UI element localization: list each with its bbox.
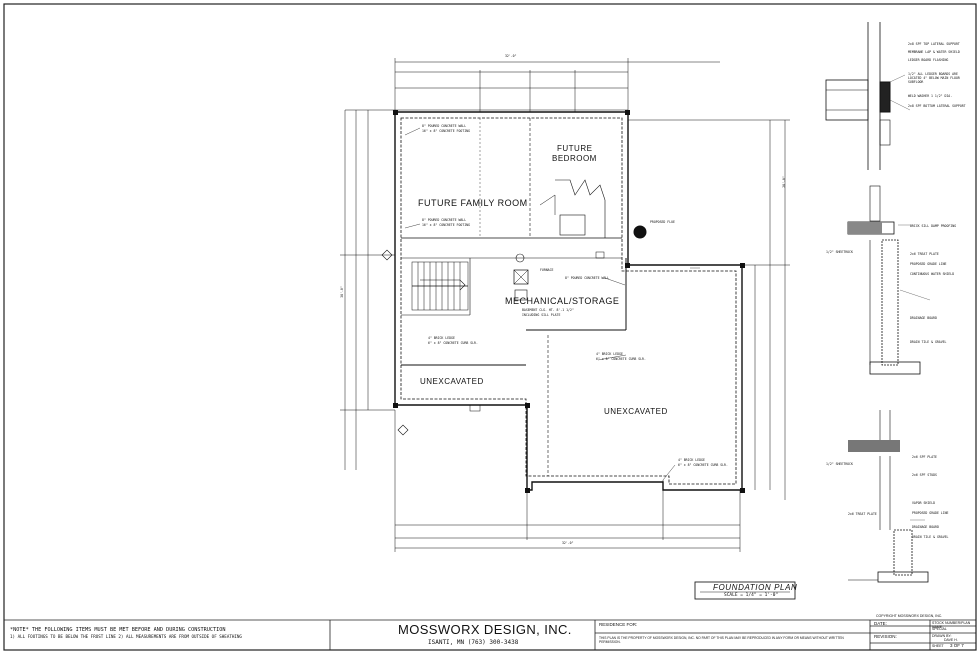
- detail-1-note: 2x8 SPF TOP LATERAL SUPPORT: [908, 42, 960, 46]
- detail-3-note: DRAINAGE BOARD: [912, 525, 939, 529]
- detail-1-note: 2x8 SPF BOTTOM LATERAL SUPPORT: [908, 104, 966, 108]
- wall-section-details: [825, 22, 931, 583]
- note-brick-ledge-3: 4" BRICK LEDGE: [678, 458, 705, 462]
- note-wall-3: 8" POURED CONCRETE WALL: [565, 276, 610, 280]
- plan-title: FOUNDATION PLAN: [713, 583, 798, 592]
- dimension-overall-bottom: 32'-0": [562, 541, 574, 545]
- drawn-by-label: DRAWN BY:: [932, 634, 952, 638]
- note-furnace: FURNACE: [540, 268, 554, 272]
- detail-2-note: CONTINUOUS WATER SHIELD: [910, 272, 955, 276]
- room-label-bedroom-line2: BEDROOM: [552, 154, 597, 163]
- furnace-symbol: [513, 269, 529, 285]
- note-brick-ledge-1: 4" BRICK LEDGE: [428, 336, 455, 340]
- room-label-family-room: FUTURE FAMILY ROOM: [418, 198, 528, 208]
- note-footing-2: 16" x 8" CONCRETE FOOTING: [422, 223, 470, 227]
- detail-3-note: 2x6 SPF STUDS: [912, 473, 937, 477]
- detail-3: [848, 410, 929, 583]
- note-sill-plate: INCLUDING SILL PLATE: [522, 313, 561, 317]
- note-curb-1: 6" x 8" CONCRETE CURB SLR.: [428, 341, 478, 345]
- detail-3-notes: 2x6 SPF PLATE 2x6 SPF STUDS VAPOR SHIELD…: [912, 455, 974, 539]
- detail-2-note: 2x6 TREAT PLATE: [910, 252, 939, 256]
- room-label-unexcavated-main: UNEXCAVATED: [604, 407, 668, 416]
- detail-2-notes: BRICK SILL DAMP PROOFING 2x6 TREAT PLATE…: [910, 224, 974, 344]
- note-wall-2: 8" POURED CONCRETE WALL: [422, 218, 467, 222]
- stock-label: STOCK NUMBER/PLAN NAME:: [932, 621, 971, 629]
- detail-3-note: DRAIN TILE & GRAVEL: [912, 535, 949, 539]
- note-brick-ledge-2: 4" BRICK LEDGE: [596, 352, 623, 356]
- sheet-border: [3, 3, 977, 651]
- detail-1: [825, 22, 911, 170]
- detail-1-note: MEMBRANE LAP & WATER SHIELD: [908, 50, 960, 54]
- sheet-label: SHEET: [932, 644, 944, 648]
- detail-2-note: BRICK SILL DAMP PROOFING: [910, 224, 957, 228]
- note-curb-2: 6" x 8" CONCRETE CURB SLR.: [596, 357, 646, 361]
- detail-1-note: WELD WASHER 1 1/2" DIA.: [908, 94, 953, 98]
- detail-3-note: PROPOSED GRADE LINE: [912, 511, 949, 515]
- detail-3-sheetrock: 1/2" SHEETROCK: [826, 462, 853, 466]
- note-basement-clg: BASEMENT CLG. HT. 8'-1 1/2": [522, 308, 574, 312]
- construction-note-header: *NOTE* THE FOLLOWING ITEMS MUST BE MET B…: [10, 627, 226, 633]
- title-block-frame: [4, 581, 976, 650]
- detail-2-note: PROPOSED GRADE LINE: [910, 262, 947, 266]
- dimension-right-total: 28'-0": [781, 176, 786, 188]
- note-curb-3: 6" x 8" CONCRETE CURB SLR.: [678, 463, 728, 467]
- detail-2-note: DRAINAGE BOARD: [910, 316, 937, 320]
- detail-1-note: 1/2" ALL LEDGER BOARDS ARE LOCATED 4" BE…: [908, 72, 960, 84]
- detail-1-note: LEDGER BOARD FLASHING: [908, 58, 949, 62]
- dimension-overall-top: 32'-0": [505, 54, 517, 58]
- date-label: DATE:: [874, 621, 887, 626]
- plan-scale: SCALE = 1/4" = 1'-0": [724, 593, 779, 598]
- stairs: [411, 261, 469, 311]
- room-label-unexcavated-left: UNEXCAVATED: [420, 377, 484, 386]
- copyright: COPYRIGHT MOSSWORX DESIGN, INC.: [876, 614, 943, 618]
- disclaimer: THIS PLAN IS THE PROPERTY OF MOSSWORX DE…: [599, 636, 844, 644]
- room-label-bedroom-line1: FUTURE: [557, 144, 593, 153]
- drawn-by-value: DAVE H.: [944, 638, 958, 642]
- note-wall-1: 8" POURED CONCRETE WALL: [422, 124, 467, 128]
- sheet-value: 3 OF 7: [950, 643, 964, 648]
- detail-3-treat-plate: 2x6 TREAT PLATE: [848, 512, 877, 516]
- note-flue: PROPOSED FLUE: [650, 220, 675, 224]
- detail-3-note: VAPOR SHIELD: [912, 501, 936, 505]
- detail-2: [847, 185, 931, 375]
- detail-2-note: DRAIN TILE & GRAVEL: [910, 340, 947, 344]
- detail-2-sheetrock: 1/2" SHEETROCK: [826, 250, 853, 254]
- dimension-left-total: 38'-0": [339, 286, 344, 298]
- company-address: ISANTI, MN (763) 300-3438: [428, 639, 519, 646]
- company-name: MOSSWORX DESIGN, INC.: [398, 622, 572, 637]
- room-label-mechanical: MECHANICAL/STORAGE: [505, 296, 620, 306]
- residence-for-label: RESIDENCE FOR:: [599, 622, 638, 627]
- foundation-plan: [340, 58, 790, 552]
- detail-1-notes: 2x8 SPF TOP LATERAL SUPPORT MEMBRANE LAP…: [908, 42, 974, 108]
- revision-label: REVISION:: [874, 634, 897, 639]
- flue-symbol: [633, 225, 647, 239]
- special-label: SPECIAL: [932, 627, 947, 631]
- construction-note-body: 1) ALL FOOTINGS TO BE BELOW THE FROST LI…: [10, 634, 242, 639]
- detail-3-note: 2x6 SPF PLATE: [912, 455, 937, 459]
- note-footing-1: 16" x 8" CONCRETE FOOTING: [422, 129, 470, 133]
